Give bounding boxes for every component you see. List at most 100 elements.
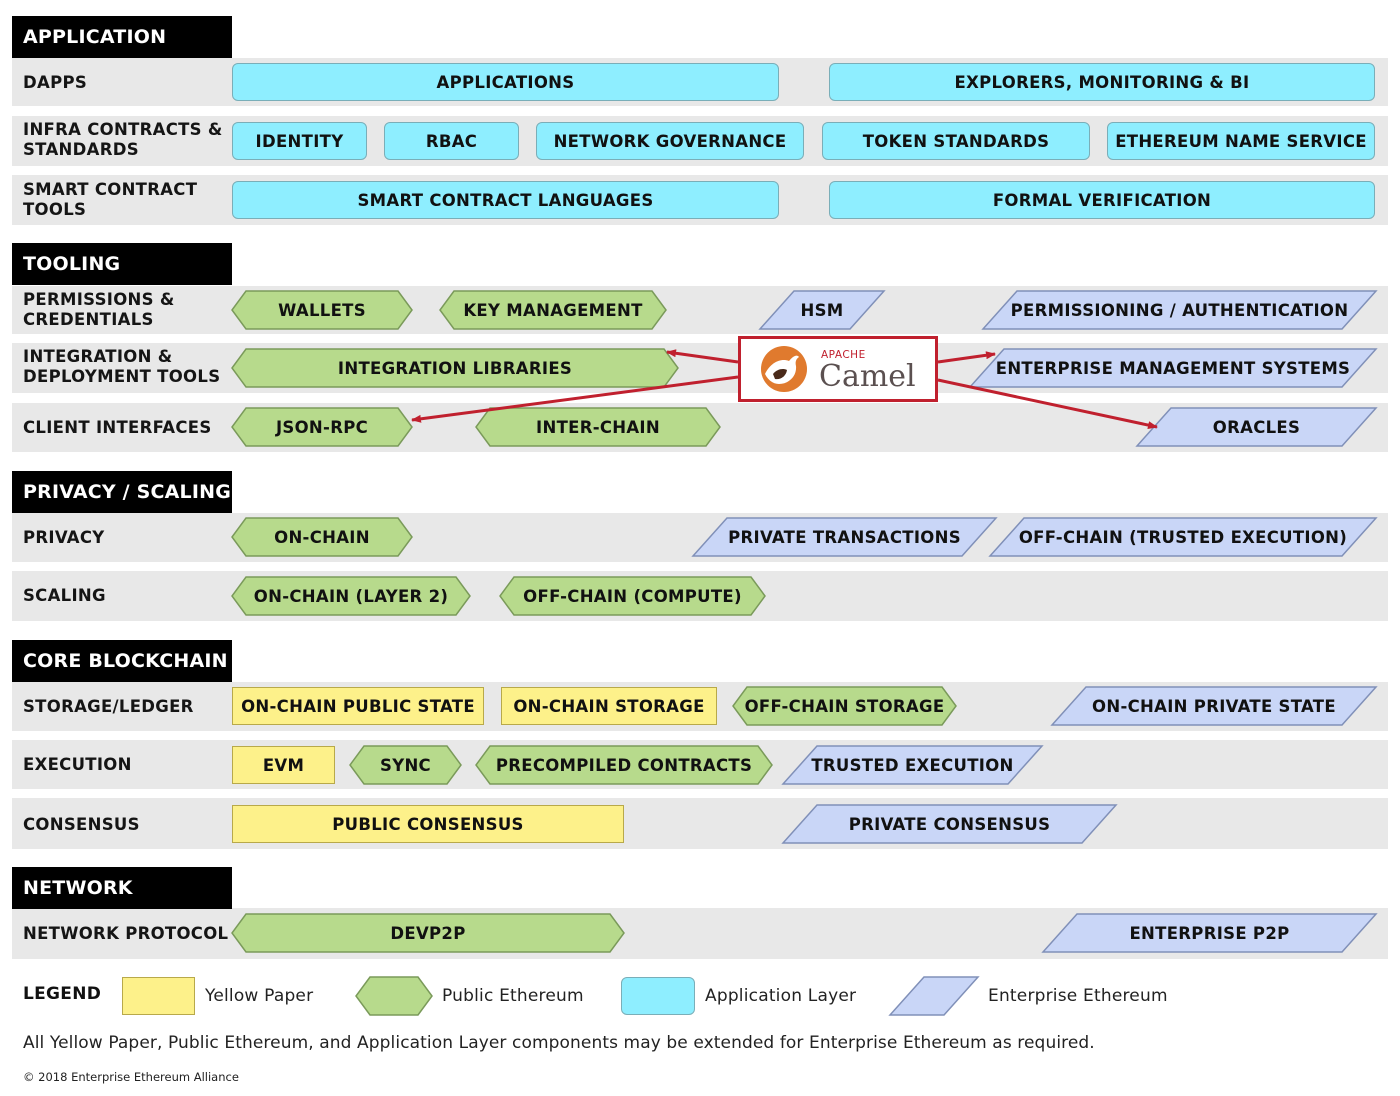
row-label-client: CLIENT INTERFACES (23, 418, 212, 437)
box-ens: ETHEREUM NAME SERVICE (1107, 122, 1375, 160)
legend-swatch-green (355, 976, 433, 1016)
row-label-consensus: CONSENSUS (23, 815, 140, 834)
box-on-chain-private-state: ON-CHAIN PRIVATE STATE (1050, 686, 1378, 726)
legend-label-blue: Application Layer (705, 986, 857, 1006)
box-permissioning: PERMISSIONING / AUTHENTICATION (981, 290, 1378, 330)
box-on-chain: ON-CHAIN (231, 517, 413, 557)
para-shape (781, 745, 1044, 785)
footnote: All Yellow Paper, Public Ethereum, and A… (23, 1033, 1095, 1053)
legend-label-yellow: Yellow Paper (205, 986, 314, 1006)
row-label-perm-line1: PERMISSIONS & (23, 290, 175, 309)
section-header-core-blockchain: CORE BLOCKCHAIN (12, 640, 232, 682)
row-label-netproto: NETWORK PROTOCOL (23, 924, 229, 943)
green-shape (231, 517, 413, 557)
label-inter-chain: INTER-CHAIN (536, 417, 660, 437)
box-trusted-execution: TRUSTED EXECUTION (781, 745, 1044, 785)
row-label-integ-line2: DEPLOYMENT TOOLS (23, 367, 221, 386)
box-inter-chain: INTER-CHAIN (475, 407, 721, 447)
box-network-governance: NETWORK GOVERNANCE (536, 122, 804, 160)
box-off-chain-compute: OFF-CHAIN (COMPUTE) (499, 576, 766, 616)
label-json-rpc: JSON-RPC (275, 417, 368, 437)
box-public-consensus: PUBLIC CONSENSUS (232, 805, 624, 843)
label-key-management: KEY MANAGEMENT (463, 300, 643, 320)
camel-icon (761, 346, 807, 392)
row-label-infra-line2: STANDARDS (23, 140, 139, 159)
box-hsm: HSM (758, 290, 886, 330)
label-trusted-execution: TRUSTED EXECUTION (811, 755, 1014, 775)
label-wallets: WALLETS (278, 300, 366, 320)
para-shape (968, 348, 1378, 388)
label-integration-libraries: INTEGRATION LIBRARIES (337, 358, 573, 378)
label-off-chain-compute: OFF-CHAIN (COMPUTE) (523, 586, 742, 606)
label-on-chain: ON-CHAIN (274, 527, 370, 547)
label-private-tx: PRIVATE TRANSACTIONS (728, 527, 961, 547)
section-header-tooling: TOOLING (12, 243, 232, 285)
row-label-storage: STORAGE/LEDGER (23, 697, 194, 716)
box-identity: IDENTITY (232, 122, 367, 160)
row-label-integ-line1: INTEGRATION & (23, 347, 173, 366)
legend-swatch-enterprise (888, 976, 980, 1016)
box-off-chain-trusted: OFF-CHAIN (TRUSTED EXECUTION) (988, 517, 1378, 557)
box-integration-libraries: INTEGRATION LIBRARIES (231, 348, 679, 388)
label-on-chain-private-state: ON-CHAIN PRIVATE STATE (1092, 696, 1336, 716)
label-off-chain-trusted: OFF-CHAIN (TRUSTED EXECUTION) (1018, 527, 1348, 547)
row-label-privacy: PRIVACY (23, 528, 105, 547)
box-wallets: WALLETS (231, 290, 413, 330)
label-permissioning: PERMISSIONING / AUTHENTICATION (1010, 300, 1349, 320)
label-oracles: ORACLES (1212, 417, 1301, 437)
section-header-application: APPLICATION (12, 16, 232, 58)
green-shape (231, 290, 413, 330)
box-rbac: RBAC (384, 122, 519, 160)
row-label-perm-line2: CREDENTIALS (23, 310, 154, 329)
green-shape (349, 745, 462, 785)
label-enterprise-p2p: ENTERPRISE P2P (1129, 923, 1290, 943)
box-oracles: ORACLES (1135, 407, 1378, 447)
row-label-sct-line1: SMART CONTRACT (23, 180, 198, 199)
row-label-execution: EXECUTION (23, 755, 132, 774)
box-on-chain-public-state: ON-CHAIN PUBLIC STATE (232, 687, 484, 725)
camel-apache-text: APACHE (821, 349, 866, 361)
box-private-consensus: PRIVATE CONSENSUS (781, 804, 1118, 844)
green-shape (231, 576, 471, 616)
box-private-tx: PRIVATE TRANSACTIONS (691, 517, 998, 557)
box-on-chain-storage: ON-CHAIN STORAGE (501, 687, 717, 725)
label-devp2p: DEVP2P (390, 923, 466, 943)
row-label-infra-line1: INFRA CONTRACTS & (23, 120, 223, 139)
apache-camel-logo: APACHE Camel (738, 336, 938, 402)
green-shape (439, 290, 667, 330)
para-shape (781, 804, 1118, 844)
green-shape (732, 686, 957, 726)
para-shape (988, 517, 1378, 557)
box-sc-languages: SMART CONTRACT LANGUAGES (232, 181, 779, 219)
green-shape (475, 745, 773, 785)
label-private-consensus: PRIVATE CONSENSUS (848, 814, 1051, 834)
label-off-chain-storage: OFF-CHAIN STORAGE (744, 696, 945, 716)
label-hsm: HSM (800, 300, 844, 320)
para-shape (1041, 913, 1378, 953)
box-off-chain-storage: OFF-CHAIN STORAGE (732, 686, 957, 726)
legend-swatch-blue (621, 977, 695, 1015)
label-sync: SYNC (380, 755, 431, 775)
row-label-sct-line2: TOOLS (23, 200, 87, 219)
box-formal-verification: FORMAL VERIFICATION (829, 181, 1375, 219)
green-shape (231, 913, 625, 953)
para-shape (758, 290, 886, 330)
section-header-privacy-scaling: PRIVACY / SCALING (12, 471, 232, 513)
label-on-chain-l2: ON-CHAIN (LAYER 2) (253, 586, 449, 606)
copyright: © 2018 Enterprise Ethereum Alliance (23, 1070, 239, 1084)
row-label-scaling: SCALING (23, 586, 106, 605)
camel-name-text: Camel (819, 359, 916, 394)
box-sync: SYNC (349, 745, 462, 785)
box-token-standards: TOKEN STANDARDS (822, 122, 1090, 160)
para-shape (691, 517, 998, 557)
legend-swatch-yellow (122, 977, 195, 1015)
box-devp2p: DEVP2P (231, 913, 625, 953)
box-applications: APPLICATIONS (232, 63, 779, 101)
green-shape (231, 407, 413, 447)
row-bg-consensus (12, 798, 1388, 849)
section-header-network: NETWORK (12, 867, 232, 909)
label-enterprise-mgmt: ENTERPRISE MANAGEMENT SYSTEMS (995, 358, 1351, 378)
box-precompiled: PRECOMPILED CONTRACTS (475, 745, 773, 785)
box-enterprise-p2p: ENTERPRISE P2P (1041, 913, 1378, 953)
legend-title: LEGEND (23, 984, 102, 1004)
